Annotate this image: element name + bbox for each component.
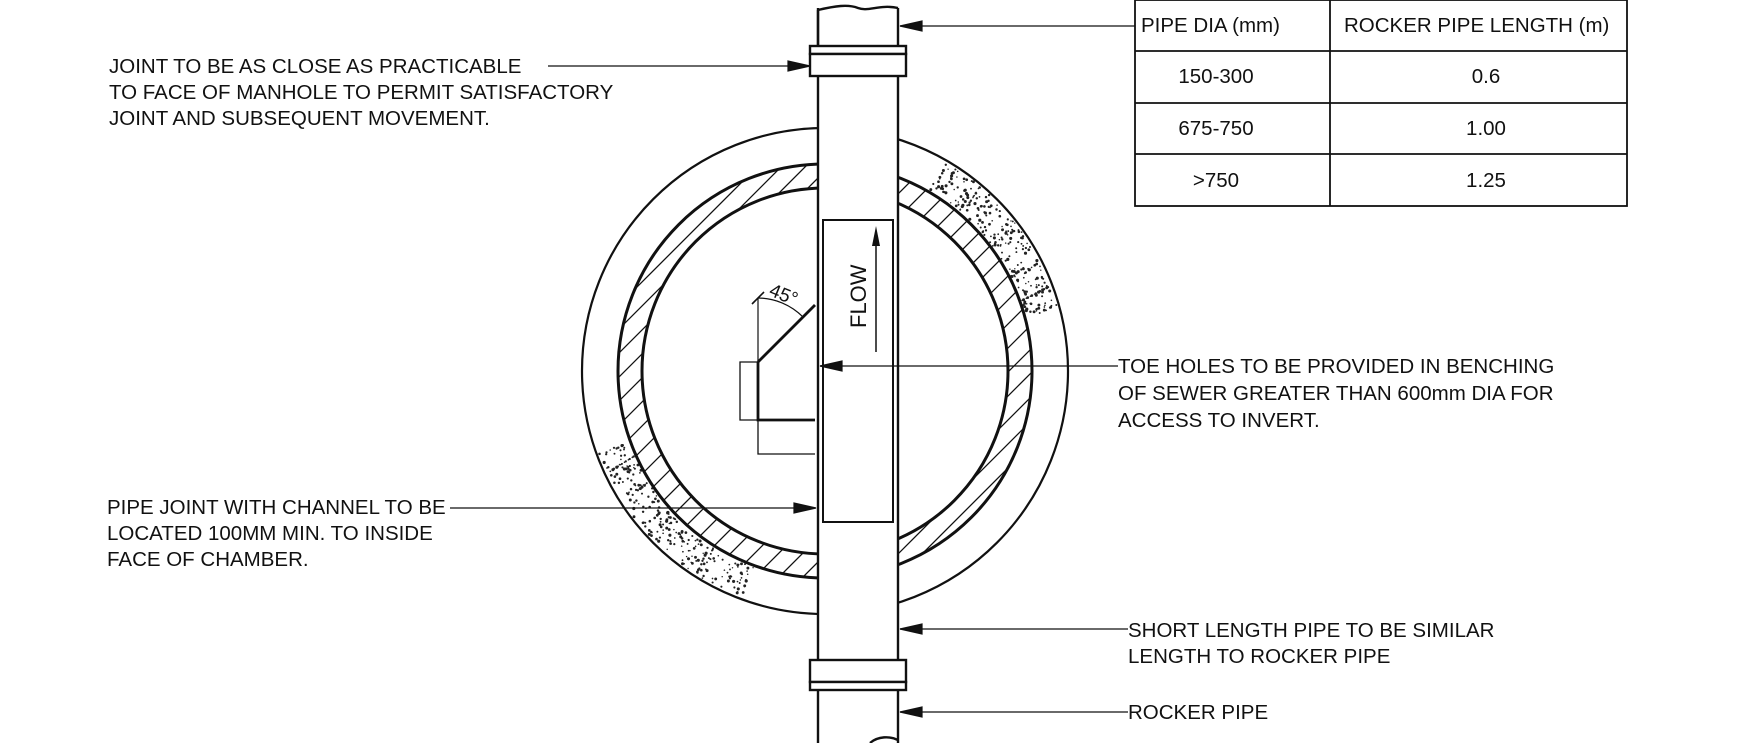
- table-header-pipe-dia: PIPE DIA (mm): [1141, 14, 1280, 37]
- table-cell: 150-300: [1178, 65, 1253, 88]
- table-text: PIPE DIA (mm) ROCKER PIPE LENGTH (m) 150…: [1141, 14, 1609, 192]
- table-cell: >750: [1193, 169, 1239, 192]
- note-joint-close: JOINT TO BE AS CLOSE AS PRACTICABLE TO F…: [109, 55, 614, 130]
- angle-label: 45°: [766, 280, 801, 310]
- table-cell: 1.25: [1466, 169, 1506, 192]
- table-cell: 675-750: [1178, 117, 1253, 140]
- pipe: [808, 4, 908, 743]
- toe-hole-detail: [739, 291, 816, 455]
- flow-label: FLOW: [846, 264, 871, 328]
- table-cell: 1.00: [1466, 117, 1506, 140]
- note-line: TOE HOLES TO BE PROVIDED IN BENCHING: [1118, 355, 1554, 378]
- note-line: SHORT LENGTH PIPE TO BE SIMILAR: [1128, 619, 1494, 642]
- note-short-length: SHORT LENGTH PIPE TO BE SIMILAR LENGTH T…: [1128, 619, 1494, 668]
- note-line: LOCATED 100MM MIN. TO INSIDE: [107, 522, 433, 545]
- table-cell: 0.6: [1472, 65, 1501, 88]
- note-line: ACCESS TO INVERT.: [1118, 409, 1320, 432]
- channel-rectangle: [822, 219, 894, 523]
- note-pipe-joint-channel: PIPE JOINT WITH CHANNEL TO BE LOCATED 10…: [107, 496, 446, 571]
- note-line: LENGTH TO ROCKER PIPE: [1128, 645, 1390, 668]
- leaders: [450, 20, 1135, 718]
- note-line: FACE OF CHAMBER.: [107, 548, 309, 571]
- note-line: OF SEWER GREATER THAN 600mm DIA FOR: [1118, 382, 1554, 405]
- note-toe-holes: TOE HOLES TO BE PROVIDED IN BENCHING OF …: [1118, 355, 1554, 432]
- note-rocker-pipe: ROCKER PIPE: [1128, 701, 1268, 724]
- note-line: PIPE JOINT WITH CHANNEL TO BE: [107, 496, 446, 519]
- concrete-stipple: [598, 163, 1058, 595]
- note-line: JOINT TO BE AS CLOSE AS PRACTICABLE: [109, 55, 521, 78]
- note-line: TO FACE OF MANHOLE TO PERMIT SATISFACTOR…: [109, 81, 614, 104]
- note-line: JOINT AND SUBSEQUENT MOVEMENT.: [109, 107, 490, 130]
- table-header-rocker-length: ROCKER PIPE LENGTH (m): [1344, 14, 1609, 37]
- rocker-pipe-table: [1134, 0, 1628, 207]
